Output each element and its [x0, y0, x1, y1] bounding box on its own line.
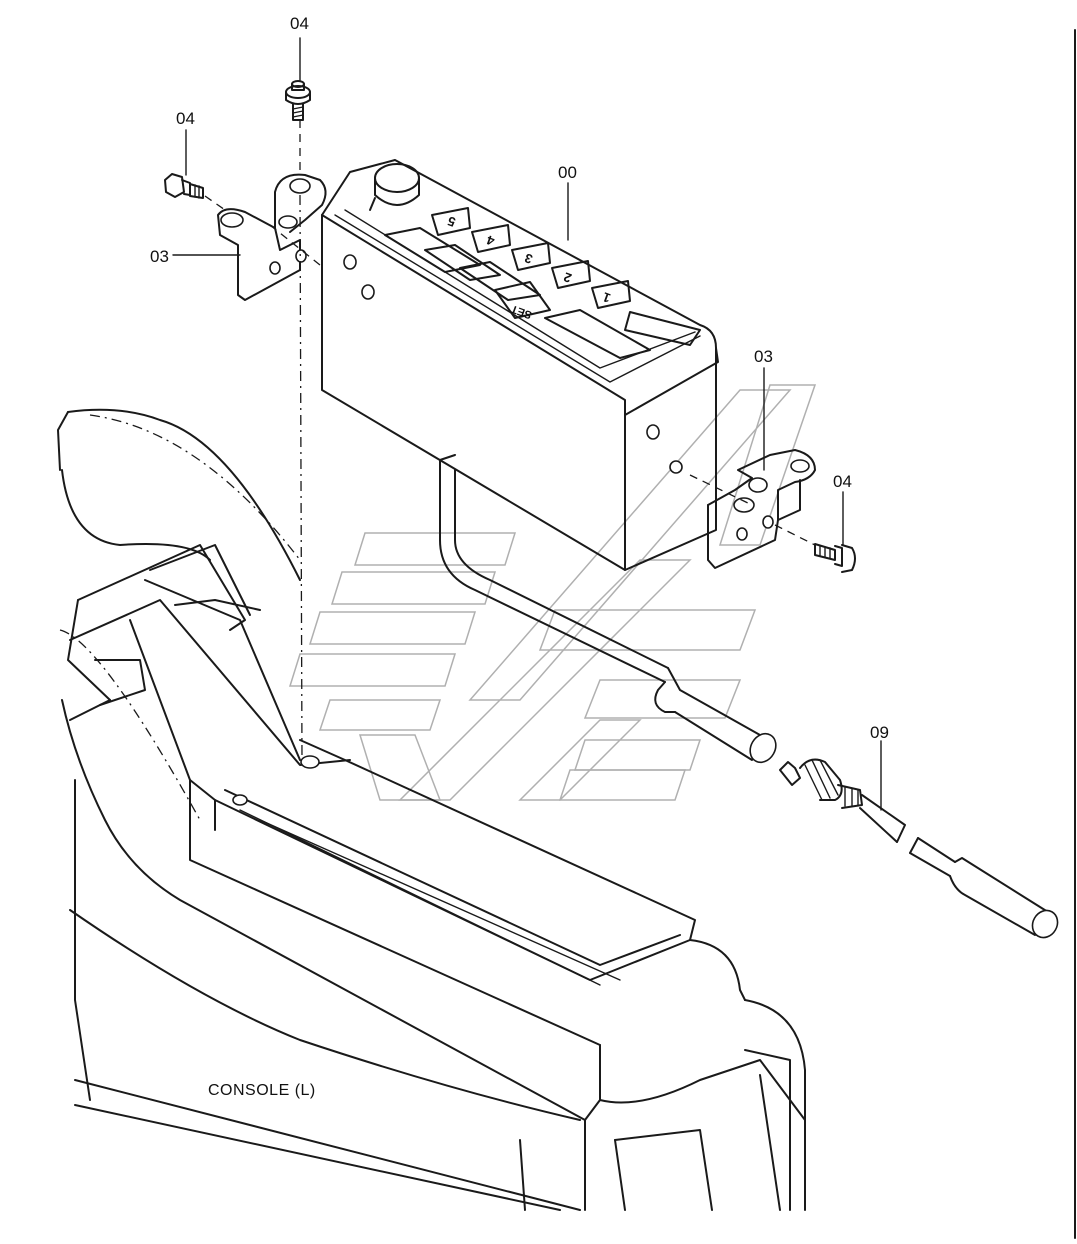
bracket-left: [217, 173, 327, 301]
key-5-label: 5: [446, 213, 458, 230]
callout-bolt-top: 04: [290, 14, 309, 33]
key-1-label: 1: [601, 289, 613, 306]
key-4-label: 4: [484, 232, 497, 249]
callout-cable: 09: [870, 723, 889, 742]
bracket-right: [707, 449, 816, 569]
console-body: [57, 408, 806, 1211]
assembly-centerlines: [204, 120, 816, 761]
callout-bolt-left: 04: [176, 109, 195, 128]
bolt-top-icon: [285, 80, 311, 121]
bolt-left-icon: [164, 173, 204, 199]
leader-lines: [172, 37, 882, 811]
callout-bracket-left: 03: [150, 247, 169, 266]
watermark-logo-icon: [288, 384, 817, 801]
key-2-label: 2: [562, 269, 574, 286]
set-key-label: SET: [509, 302, 533, 321]
key-3-label: 3: [523, 250, 535, 267]
cable-09: [779, 758, 1059, 939]
cable-connector: [654, 667, 777, 764]
callout-monitor: 00: [558, 163, 577, 182]
callout-bracket-right: 03: [754, 347, 773, 366]
bolt-right-icon: [814, 543, 856, 573]
callout-bolt-right: 04: [833, 472, 852, 491]
monitor-unit: [321, 159, 719, 683]
console-label: CONSOLE (L): [208, 1082, 316, 1099]
